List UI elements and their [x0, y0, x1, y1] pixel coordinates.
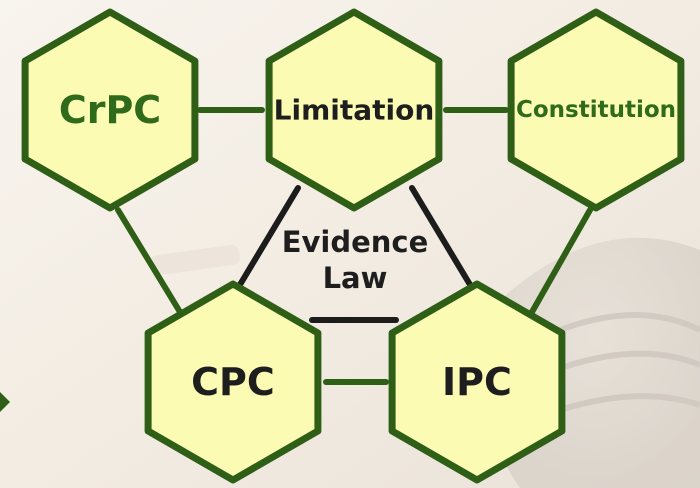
hexagon-shape: [388, 280, 566, 484]
hex-node-ipc: IPC: [388, 280, 566, 484]
hex-node-crpc: CrPC: [21, 8, 199, 212]
hex-label-constitution: Constitution: [516, 97, 676, 123]
hex-label-crpc: CrPC: [59, 88, 161, 132]
hex-node-cpc: CPC: [144, 280, 322, 484]
hex-node-limitation: Limitation: [265, 8, 443, 212]
connector-limitation-ipc: [409, 185, 475, 291]
connector-limitation-cpc: [235, 185, 301, 291]
hex-label-limitation: Limitation: [274, 94, 435, 127]
center-label-line-2: Law: [323, 261, 388, 295]
hex-node-constitution: Constitution: [507, 8, 685, 212]
hexagon-shape: [144, 280, 322, 484]
connectors: [115, 107, 593, 385]
hex-label-ipc: IPC: [442, 360, 512, 404]
hexagon-shape: [21, 8, 199, 212]
connector-constitution-ipc: [529, 207, 593, 315]
center-label-line-1: Evidence: [282, 225, 429, 259]
hexagon-shape: [507, 8, 685, 212]
connector-crpc-cpc: [115, 207, 183, 315]
arrow-tip-icon: [0, 392, 10, 412]
hexagon-shape: [265, 8, 443, 212]
hex-label-cpc: CPC: [191, 360, 275, 404]
